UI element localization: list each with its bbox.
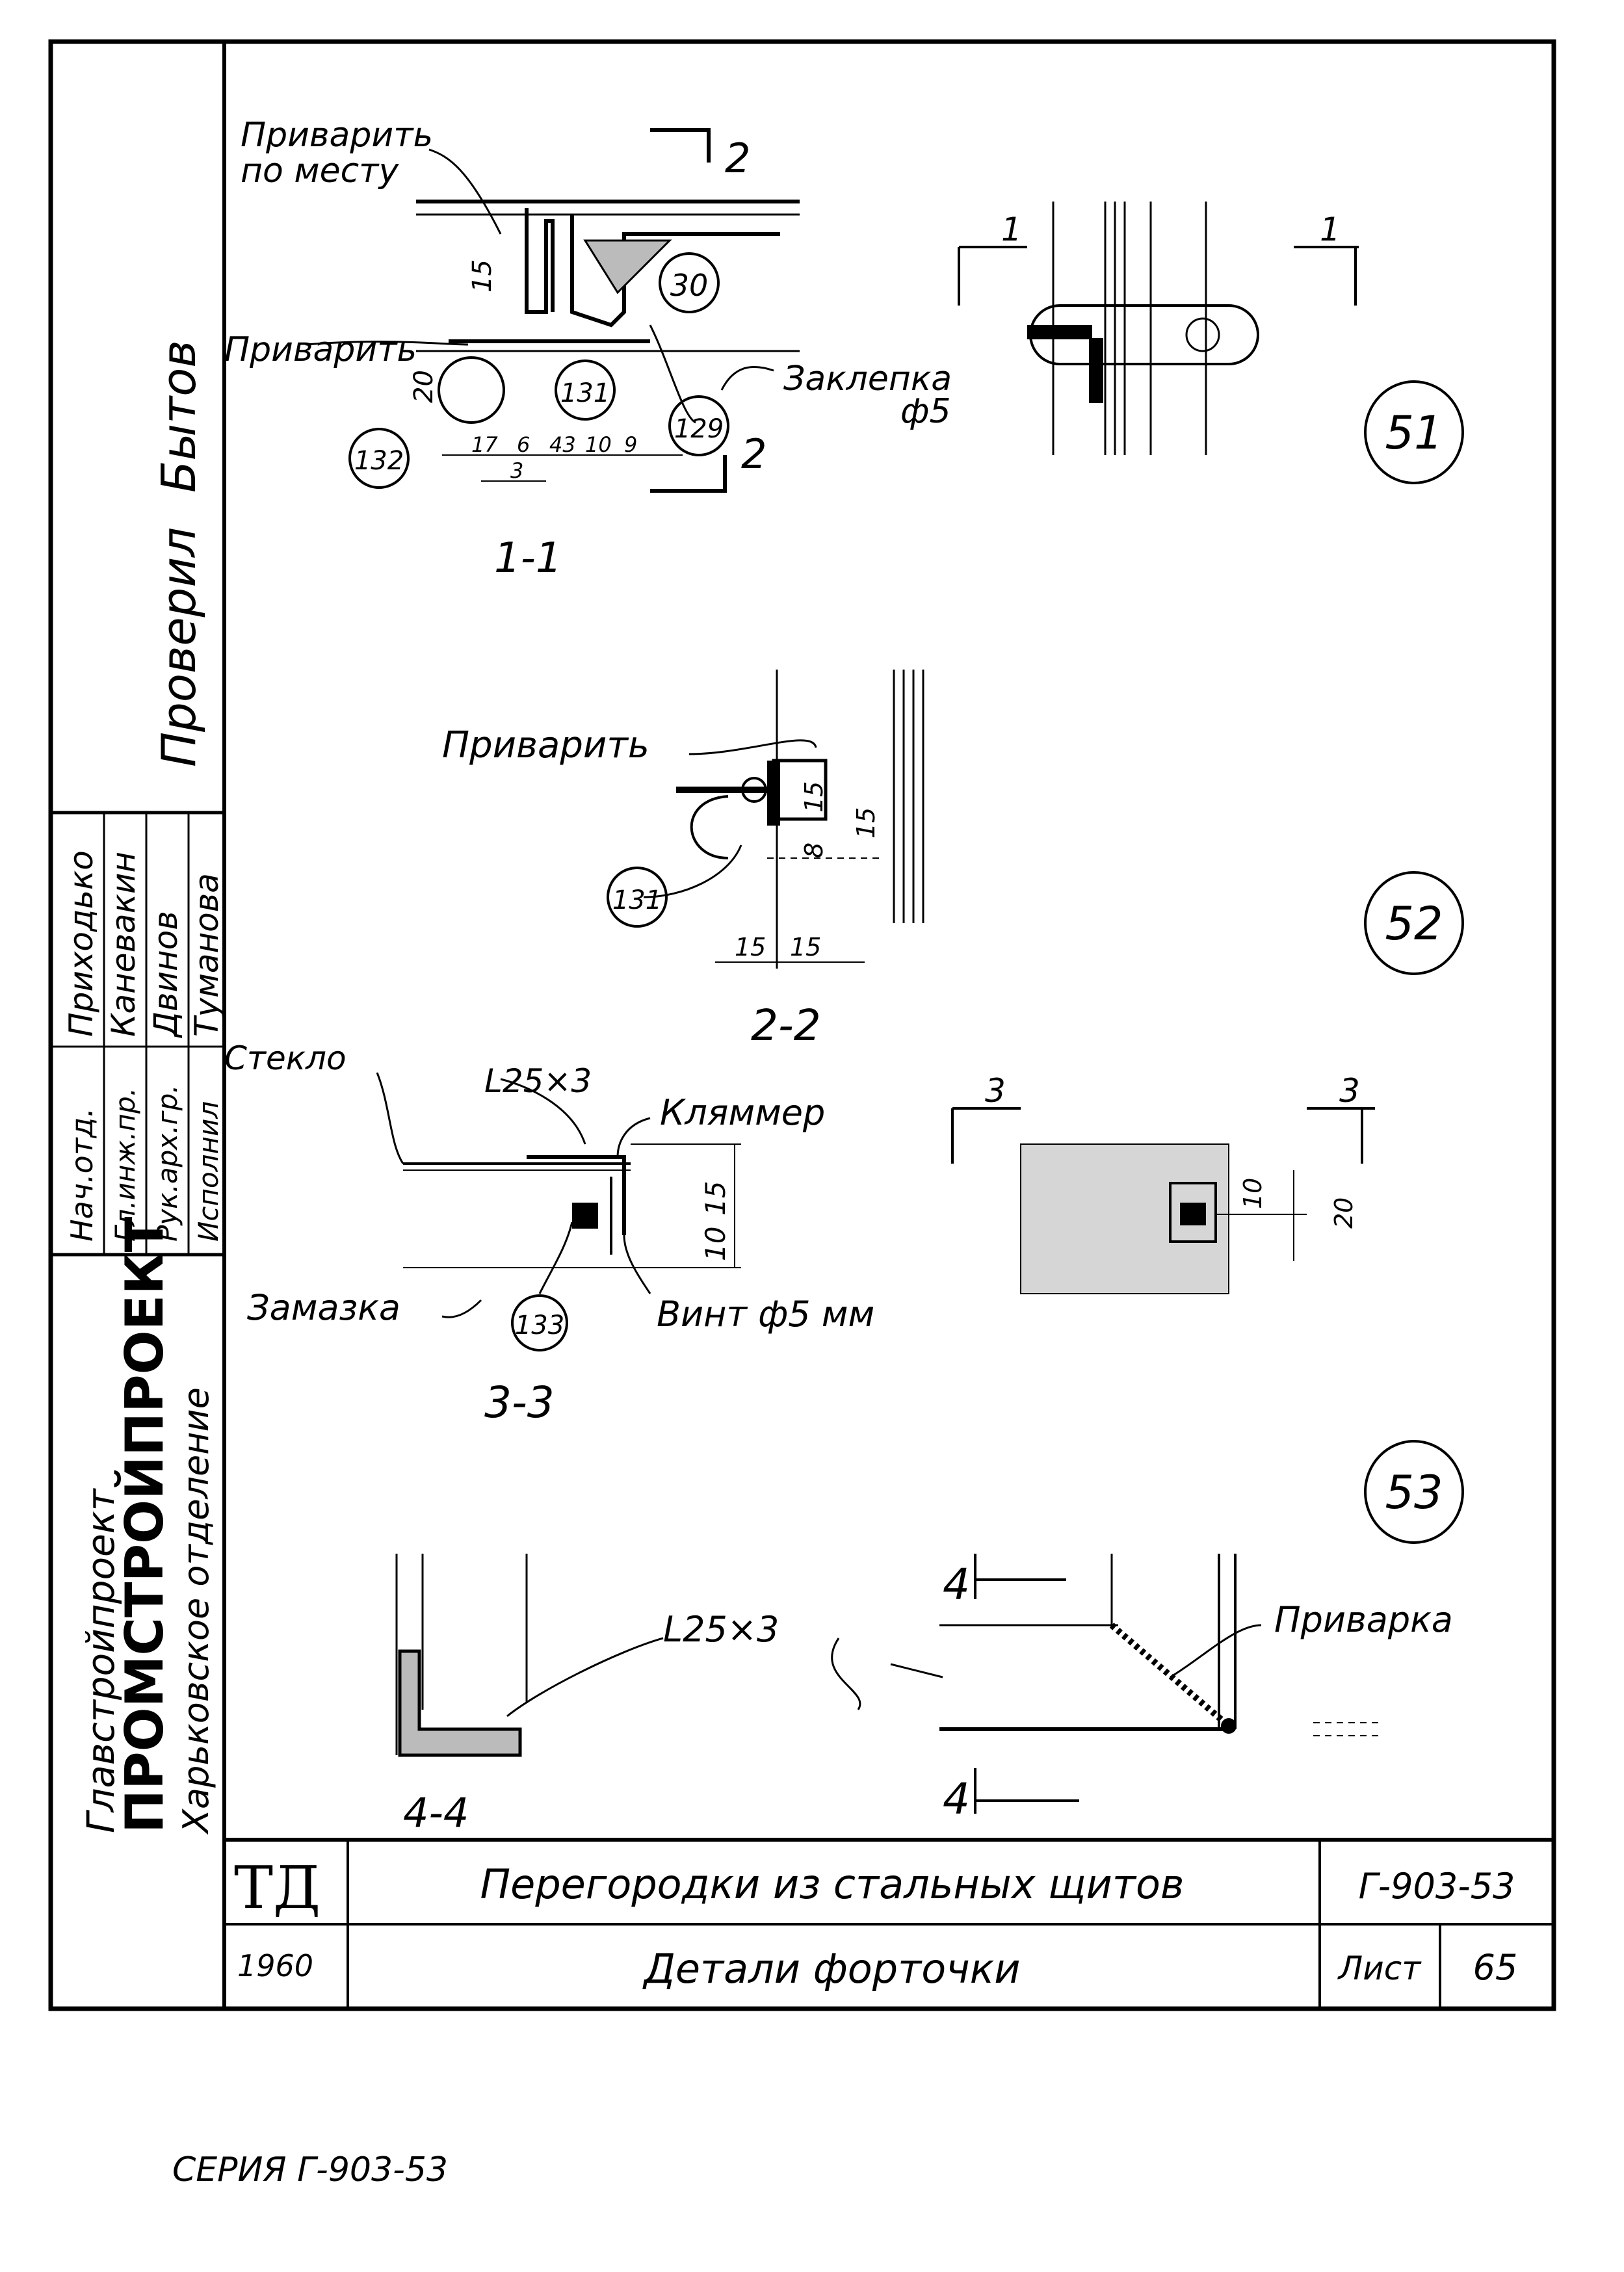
- dim-10c: 10: [1238, 1178, 1267, 1209]
- dim-15f: 15: [700, 1181, 731, 1216]
- org-line2: ПРОМСТРОЙПРОЕКТ: [114, 1216, 175, 1833]
- marker-132: 132: [348, 428, 410, 489]
- staff-name-0: Приходько: [62, 850, 100, 1037]
- marker-131b: 131: [607, 867, 668, 928]
- cut-1-right: 1: [1320, 211, 1341, 248]
- label-rivet-1: Заклепка: [783, 359, 952, 398]
- staff-name-3: Туманова: [188, 873, 226, 1037]
- title-main: Перегородки из стальных щитов: [480, 1861, 1185, 1908]
- sheet-label: Лист: [1337, 1950, 1422, 1987]
- detail-52-badge: 52: [1364, 871, 1464, 975]
- detail-51-elevation: 1 1 51: [958, 202, 1464, 484]
- dim-8: 8: [800, 842, 828, 858]
- label-putty: Замазка: [247, 1287, 400, 1328]
- dim-15a: 15: [467, 259, 497, 293]
- footer-series: СЕРИЯ Г-903-53: [172, 2150, 448, 2189]
- label-angle-2: L25×3: [663, 1609, 779, 1650]
- detail-51-badge: 51: [1364, 380, 1464, 484]
- stamp-year: 1960: [237, 1948, 313, 1983]
- label-weld-2: Приварить: [442, 724, 649, 766]
- dim-15c: 15: [852, 807, 880, 839]
- section-2-2: Приварить 15 8 15 15 15 131 2-2 52: [442, 670, 1464, 1051]
- staff-name-2: Двинов: [147, 911, 185, 1038]
- svg-text:131: 131: [560, 378, 610, 408]
- dim-3: 3: [510, 458, 523, 483]
- org-line1: Главстройпроект: [79, 1487, 123, 1833]
- svg-text:51: 51: [1385, 406, 1443, 460]
- dim-15d: 15: [735, 933, 766, 961]
- svg-text:129: 129: [674, 414, 724, 444]
- cut-1-left: 1: [1001, 211, 1022, 248]
- dim-15e: 15: [790, 933, 821, 961]
- cut-3-right: 3: [1339, 1072, 1360, 1110]
- label-weld-in-place-1: Приварить: [241, 116, 433, 155]
- svg-text:52: 52: [1385, 897, 1443, 950]
- section-3-3: Стекло L25×3 Кляммер Замазка Винт ф5 мм …: [224, 1039, 874, 1428]
- section-2-2-title: 2-2: [751, 1000, 821, 1051]
- cut-2-bottom: 2: [741, 430, 766, 478]
- svg-text:53: 53: [1385, 1466, 1443, 1519]
- svg-text:30: 30: [670, 268, 709, 303]
- detail-53-elevation: 3 3 10 20 53: [951, 1072, 1464, 1544]
- side-column: Проверил Бытов Нач.отд. Гл.инж.пр. Рук.а…: [62, 340, 226, 1835]
- dim-10a: 10: [585, 432, 612, 457]
- cut-4-bottom: 4: [943, 1774, 970, 1824]
- label-welding: Приварка: [1274, 1599, 1453, 1640]
- checked-label: Проверил: [151, 527, 206, 767]
- cut-4-top: 4: [943, 1560, 970, 1610]
- svg-text:133: 133: [515, 1311, 564, 1340]
- label-clamp: Кляммер: [660, 1092, 825, 1133]
- dim-20b: 20: [1329, 1197, 1358, 1229]
- checked-name: Бытов: [151, 340, 206, 493]
- label-glass: Стекло: [224, 1039, 347, 1077]
- marker-30: 30: [659, 252, 720, 313]
- svg-text:131: 131: [612, 885, 662, 915]
- section-1-1: Приварить по месту Приварить Заклепка ф5…: [224, 116, 952, 582]
- label-weld-in-place-2: по месту: [241, 151, 399, 190]
- cut-2-top: 2: [725, 135, 750, 182]
- label-weld-1: Приварить: [224, 330, 417, 369]
- title-block: ТД 1960 Перегородки из стальных щитов Де…: [224, 1838, 1554, 2009]
- section-4-4: L25×3 4-4: [395, 1554, 779, 1836]
- section-1-1-title: 1-1: [494, 534, 562, 582]
- title-sub: Детали форточки: [642, 1945, 1020, 1992]
- label-screw: Винт ф5 мм: [657, 1294, 874, 1335]
- section-3-3-title: 3-3: [484, 1378, 555, 1428]
- staff-role-1: Гл.инж.пр.: [109, 1088, 141, 1242]
- dim-15b: 15: [800, 781, 828, 813]
- org-line3: Харьковское отделение: [176, 1387, 216, 1835]
- dim-43: 43: [549, 432, 576, 457]
- dim-20a: 20: [409, 370, 439, 403]
- cut-3-left: 3: [985, 1072, 1006, 1110]
- detail-53-badge: 53: [1364, 1440, 1464, 1544]
- sheet-number: 65: [1473, 1947, 1518, 1988]
- staff-role-0: Нач.отд.: [64, 1108, 99, 1242]
- staff-role-3: Исполнил: [192, 1101, 224, 1242]
- dim-6: 6: [517, 432, 530, 457]
- section-4-4-title: 4-4: [403, 1789, 469, 1836]
- marker-133: 133: [511, 1294, 568, 1351]
- svg-text:132: 132: [354, 446, 404, 476]
- staff-name-1: Каневакин: [105, 852, 142, 1037]
- marker-129: 129: [668, 395, 729, 456]
- detail-53-elevation-4: 4 4 Приварка: [831, 1554, 1453, 1824]
- dim-10b: 10: [700, 1227, 731, 1261]
- stamp-td: ТД: [234, 1854, 321, 1922]
- dim-17: 17: [471, 432, 498, 457]
- checked-by: Проверил Бытов: [151, 340, 206, 767]
- dim-9: 9: [624, 432, 637, 457]
- label-rivet-2: ф5: [900, 392, 951, 431]
- label-angle-1: L25×3: [484, 1062, 592, 1100]
- staff-role-2: Рук.арх.гр.: [151, 1084, 183, 1242]
- marker-131a: 131: [555, 359, 616, 421]
- series-code: Г-903-53: [1359, 1866, 1515, 1907]
- sheet-frame: [48, 39, 1556, 2011]
